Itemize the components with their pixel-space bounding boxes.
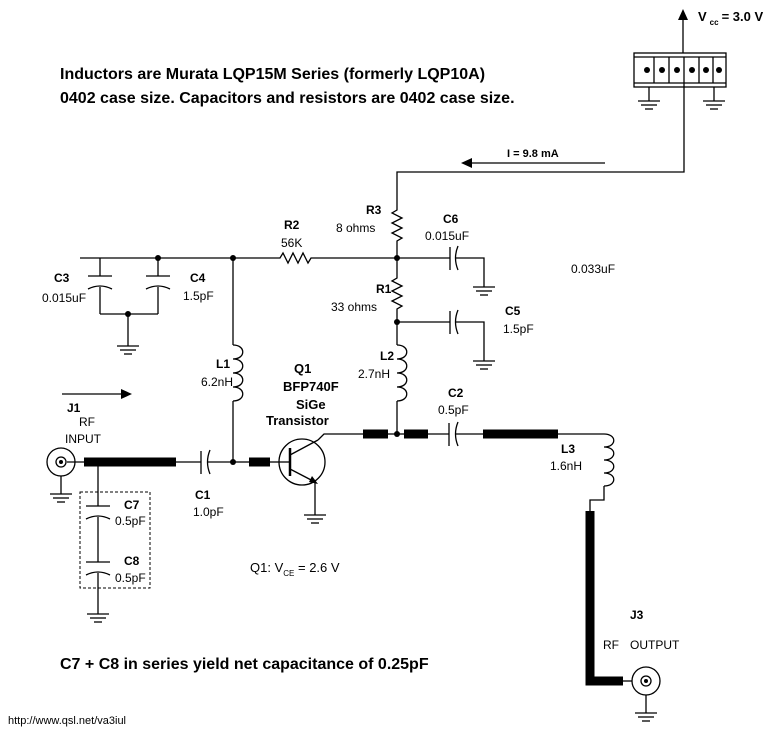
svg-text:C5: C5 (505, 304, 521, 318)
svg-text:R1: R1 (376, 282, 392, 296)
q1-ref: Q1 (294, 361, 311, 376)
c7-ref: C7 (124, 498, 140, 512)
resistor-r3: R3 8 ohms (336, 203, 404, 258)
svg-text:6.2nH: 6.2nH (201, 375, 233, 389)
output-transmission-line-2 (585, 511, 623, 686)
inductor-l1: L1 6.2nH (201, 258, 244, 462)
arrow-right-icon (121, 389, 132, 399)
svg-text:R3: R3 (366, 203, 382, 217)
svg-text:R2: R2 (284, 218, 300, 232)
capacitor-c4: C4 1.5pF (145, 258, 214, 314)
svg-text:56K: 56K (281, 236, 302, 250)
resistor-r2: R2 56K (276, 218, 397, 265)
capacitor-c5: C5 1.5pF (397, 304, 534, 361)
svg-text:0.5pF: 0.5pF (438, 403, 469, 417)
ground-icon (304, 514, 326, 524)
c7-value: 0.5pF (115, 514, 146, 528)
svg-text:L3: L3 (561, 442, 575, 456)
svg-text:C1: C1 (195, 488, 211, 502)
rf-output-connector (631, 666, 661, 713)
ground-icon (87, 613, 109, 623)
svg-text:L2: L2 (380, 349, 394, 363)
capacitor-c6: C6 0.015uF (397, 212, 485, 287)
svg-text:L1: L1 (216, 357, 230, 371)
ground-icon (117, 345, 139, 355)
svg-text:1.6nH: 1.6nH (550, 459, 582, 473)
q1-type2: Transistor (266, 413, 329, 428)
transistor-q1: Q1 BFP740F SiGe Transistor (266, 361, 363, 515)
source-url: http://www.qsl.net/va3iul (8, 715, 126, 727)
capacitor-c1: C1 1.0pF (193, 449, 233, 519)
junction-dot (394, 431, 400, 437)
svg-text:C4: C4 (190, 271, 206, 285)
ground-icon (473, 286, 495, 296)
j3-label-output: OUTPUT (630, 638, 680, 652)
c8-ref: C8 (124, 554, 140, 568)
svg-text:1.5pF: 1.5pF (503, 322, 534, 336)
ground-icon (703, 87, 725, 110)
svg-text:0.015uF: 0.015uF (425, 229, 469, 243)
note-series-capacitance: C7 + C8 in series yield net capacitance … (60, 656, 429, 673)
inductor-l3: L3 1.6nH (550, 433, 615, 511)
j1-label-rf: RF (79, 415, 95, 429)
svg-text:C2: C2 (448, 386, 464, 400)
svg-text:2.7nH: 2.7nH (358, 367, 390, 381)
svg-text:0.015uF: 0.015uF (42, 291, 86, 305)
ground-icon (638, 87, 660, 110)
capacitor-c2: C2 0.5pF (438, 386, 483, 447)
svg-text:C6: C6 (443, 212, 459, 226)
j1-ref: J1 (67, 401, 81, 415)
q1-part: BFP740F (283, 379, 339, 394)
q1-vce-label: Q1: VCE = 2.6 V (250, 560, 340, 578)
ground-icon (50, 493, 72, 503)
ground-icon (473, 360, 495, 370)
j3-label-rf: RF (603, 638, 619, 652)
stray-value-label: 0.033uF (571, 262, 615, 276)
ground-icon (635, 712, 657, 722)
rf-input-connector (46, 447, 76, 494)
power-header-connector (633, 52, 727, 88)
svg-text:33 ohms: 33 ohms (331, 300, 377, 314)
svg-text:1.5pF: 1.5pF (183, 289, 214, 303)
input-signal-arrow (62, 389, 132, 399)
inductor-l2: L2 2.7nH (358, 322, 408, 434)
note-inductors: Inductors are Murata LQP15M Series (form… (60, 66, 485, 83)
resistor-r1: R1 33 ohms (331, 258, 404, 322)
svg-text:C3: C3 (54, 271, 70, 285)
vcc-arrow-icon (678, 9, 688, 20)
c8-value: 0.5pF (115, 571, 146, 585)
current-arrow: I = 9.8 mA (461, 148, 605, 168)
j1-label-input: INPUT (65, 432, 102, 446)
svg-text:1.0pF: 1.0pF (193, 505, 224, 519)
j3-ref: J3 (630, 608, 644, 622)
q1-type: SiGe (296, 397, 326, 412)
arrow-left-icon (461, 158, 472, 168)
current-label: I = 9.8 mA (507, 148, 559, 160)
note-case-size: 0402 case size. Capacitors and resistors… (60, 90, 515, 107)
c7-c8-series-group: C7 0.5pF C8 0.5pF (79, 462, 151, 614)
capacitor-c3: C3 0.015uF (42, 258, 113, 314)
svg-text:8 ohms: 8 ohms (336, 221, 375, 235)
